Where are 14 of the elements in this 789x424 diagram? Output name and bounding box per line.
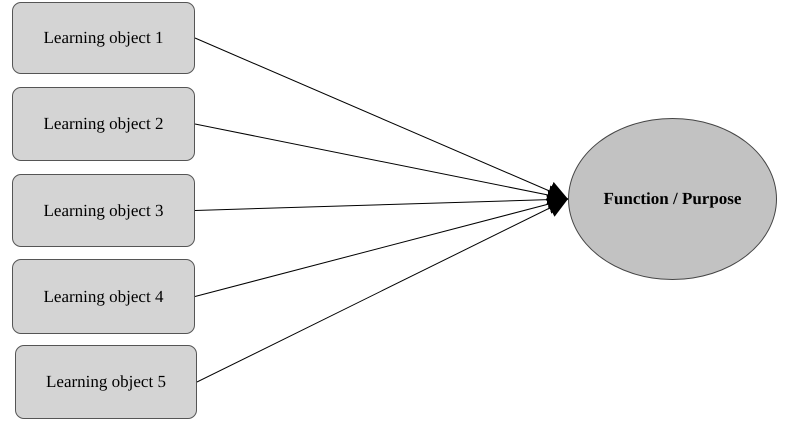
- node-label: Learning object 3: [44, 200, 164, 220]
- node-label: Learning object 2: [44, 114, 164, 134]
- process-box: [15, 345, 197, 419]
- node-label: Learning object 4: [44, 286, 164, 306]
- node-label: Function / Purpose: [604, 189, 742, 209]
- process-box: [12, 2, 195, 74]
- process-box: [12, 174, 195, 247]
- node-label: Learning object 1: [44, 28, 164, 48]
- arrow: [194, 38, 568, 200]
- arrow: [196, 198, 568, 382]
- process-box: [12, 87, 195, 161]
- process-box: [12, 259, 195, 334]
- arrow: [194, 124, 568, 205]
- node-label: Learning object 5: [46, 372, 166, 392]
